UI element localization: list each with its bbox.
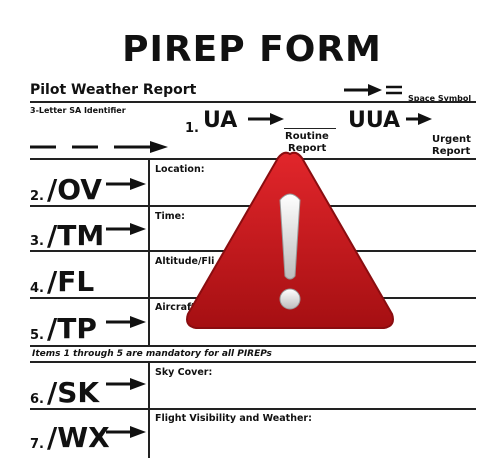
item-code-sk: /SK <box>47 376 100 409</box>
item-code-wx: /WX <box>47 421 110 454</box>
arrow-right-icon <box>106 378 146 390</box>
divider <box>30 101 476 103</box>
arrow-right-icon <box>406 113 432 125</box>
arrow-right-icon <box>106 316 146 328</box>
item-number: 6. <box>30 392 44 407</box>
field-label-altitude: Altitude/Fli <box>155 256 215 267</box>
item-number: 3. <box>30 234 44 249</box>
item-code-ov: /OV <box>47 173 102 206</box>
form-title: PIREP FORM <box>122 29 382 70</box>
field-label-visibility-weather: Flight Visibility and Weather: <box>155 413 312 424</box>
divider <box>30 408 476 410</box>
identifier-label: 3-Letter SA Identifier <box>30 106 126 115</box>
arrow-right-icon <box>248 113 284 125</box>
arrow-right-icon <box>106 223 146 235</box>
field-label-time: Time: <box>155 211 185 222</box>
space-symbol-label: Space Symbol <box>408 94 472 103</box>
item-number: 7. <box>30 437 44 452</box>
arrow-right-icon <box>106 426 146 438</box>
divider <box>30 158 476 160</box>
space-symbol <box>342 82 404 102</box>
report-label: Report <box>288 143 327 154</box>
divider <box>30 361 476 363</box>
item-number: 5. <box>30 328 44 343</box>
item-code-tm: /TM <box>47 219 105 252</box>
field-label-location: Location: <box>155 164 205 175</box>
urgent-label: Urgent <box>432 134 471 145</box>
warning-triangle-icon <box>186 151 394 329</box>
arrow-right-icon <box>106 178 146 190</box>
mandatory-note: Items 1 through 5 are mandatory for all … <box>32 349 272 359</box>
item-number: 4. <box>30 281 44 296</box>
item-number-1: 1. <box>185 121 199 136</box>
ua-code: UA <box>203 108 238 133</box>
form-header-label: Pilot Weather Report <box>30 82 197 98</box>
routine-label: Routine <box>285 131 329 142</box>
arrow-right-icon <box>344 84 402 96</box>
item-code-fl: /FL <box>47 265 95 298</box>
uua-code: UUA <box>348 108 401 133</box>
field-label-sky-cover: Sky Cover: <box>155 367 213 378</box>
ua-blank <box>284 128 336 129</box>
field-label-aircraft: Aircraft <box>155 302 196 313</box>
report-label-2: Report <box>432 146 471 157</box>
identifier-dashes <box>30 141 168 153</box>
column-divider <box>148 158 150 347</box>
item-number: 2. <box>30 189 44 204</box>
item-code-tp: /TP <box>47 312 97 345</box>
divider <box>30 345 476 347</box>
